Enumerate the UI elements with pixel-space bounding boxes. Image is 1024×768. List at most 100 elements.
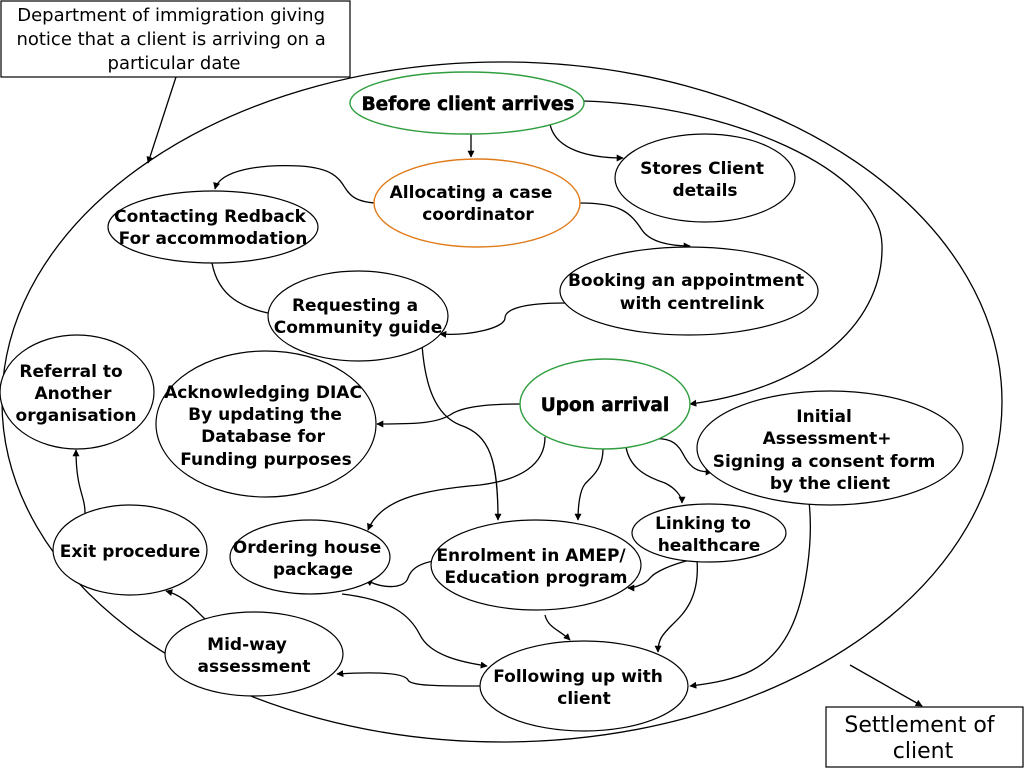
settlement-line-1: Settlement of [844,713,995,738]
following-line-2: client [557,689,611,709]
node-following-up: Following up with client [479,640,689,732]
linking-line-1: Linking to [655,514,751,534]
node-referral-another-org: Referral to Another organisation [0,334,155,450]
edge-notice-to-ellipse [146,76,177,164]
node-exit-procedure: Exit procedure [52,504,208,596]
edge-upon-to-acknowledging [376,403,521,428]
ordering-line-1: Ordering house [233,538,381,558]
edge-initial-to-following [689,493,811,689]
notice-box: Department of immigration giving notice … [0,0,351,78]
edge-ellipse-to-settlement [849,664,923,707]
settlement-box: Settlement of client [825,706,1024,768]
edge-enrolment-to-ordering [365,559,441,588]
acknowledging-line-2: By updating the [188,405,342,425]
acknowledging-line-4: Funding purposes [180,450,351,470]
exit-procedure-label: Exit procedure [60,542,200,562]
linking-line-2: healthcare [658,536,761,556]
svg-text:Following up with client: Following up with client [493,667,669,709]
node-acknowledging-diac: Acknowledging DIAC By updating the Datab… [155,350,377,498]
node-linking-healthcare: Linking to healthcare [631,503,787,563]
notice-line-1: Department of immigration giving [17,5,325,26]
node-initial-assessment: Initial Assessment+ Signing a consent fo… [696,390,964,506]
svg-text:Before client arrives: Before client arrives [362,94,575,115]
referral-line-2: Another [34,384,112,404]
stores-client-details-line-1: Stores Client [640,159,764,179]
midway-line-1: Mid-way [207,635,287,655]
edge-upon-to-initial [649,438,713,476]
edge-upon-to-enrolment [574,448,604,521]
ordering-line-2: package [273,560,353,580]
svg-text:Department of immigration givi: Department of immigration giving notice … [16,5,331,74]
svg-text:Referral to Another: Referral to Another organisation [16,362,137,426]
svg-text:Booking an appointment w: Booking an appointment with centrelink [568,271,810,314]
svg-text:Initial Assessment+: Initial Assessment+ Signing a consent fo… [713,407,942,494]
booking-line-2: with centrelink [620,294,765,314]
upon-arrival-label: Upon arrival [541,395,670,416]
before-client-arrives-label: Before client arrives [362,94,575,115]
svg-text:Upon arrival: Upon arrival [541,395,670,416]
contacting-line-1: Contacting Redback [114,207,307,227]
stores-client-details-line-2: details [672,181,737,201]
edge-exit-to-referral [72,449,86,514]
edge-linking-to-enrolment [627,559,691,592]
svg-text:Settlement of client: Settlement of client [844,713,1001,764]
node-booking-centrelink: Booking an appointment with centrelink [559,246,819,336]
node-before-client-arrives: Before client arrives [349,71,585,135]
node-upon-arrival: Upon arrival [519,358,691,450]
notice-line-2: notice that a client is arriving on a [16,29,325,50]
referral-line-3: organisation [16,406,137,426]
node-enrolment-amep: Enrolment in AMEP/ Education program [430,519,642,611]
notice-box-frame [0,0,351,78]
svg-text:Allocating a case coordi: Allocating a case coordinator [390,183,559,225]
node-contacting-redback: Contacting Redback For accommodation [107,190,319,264]
enrolment-line-2: Education program [444,568,627,588]
booking-line-1: Booking an appointment [568,271,804,291]
svg-text:Acknowledging DIAC By up: Acknowledging DIAC By updating the Datab… [164,383,368,470]
node-requesting-community-guide: Requesting a Community guide [267,270,449,362]
edge-ordering-to-following [341,593,488,669]
contacting-line-2: For accommodation [119,229,308,249]
settlement-box-frame [825,706,1024,768]
requesting-line-1: Requesting a [292,296,418,316]
edge-midway-to-exit [165,589,206,620]
edge-allocating-to-booking [579,202,691,250]
edge-upon-to-linking [625,446,686,504]
notice-line-3: particular date [108,53,241,74]
edge-booking-to-requesting [439,302,566,338]
svg-text:Ordering house package: Ordering house package [233,538,387,580]
referral-line-1: Referral to [19,362,122,382]
edge-linking-to-following [654,559,698,653]
requesting-line-2: Community guide [274,318,443,338]
edges [72,76,923,707]
svg-text:Exit procedure: Exit procedure [60,542,200,562]
initial-line-1: Initial [796,407,852,427]
following-line-1: Following up with [493,667,663,687]
svg-text:Requesting a Community g: Requesting a Community guide [274,296,443,338]
acknowledging-line-3: Database for [201,427,325,447]
edge-before-to-stores [549,123,624,162]
svg-text:Contacting Redback For a: Contacting Redback For accommodation [114,207,312,249]
node-ordering-house-package: Ordering house package [229,519,391,595]
node-midway-assessment: Mid-way assessment [164,611,344,697]
allocating-line-2: coordinator [422,205,534,225]
edge-allocating-to-contacting [213,165,376,204]
edge-upon-to-ordering [367,436,546,531]
edge-before-to-upon-arrival [582,100,883,407]
midway-line-2: assessment [198,657,311,677]
initial-line-4: by the client [770,474,890,494]
svg-text:Enrolment in AMEP/ Educa: Enrolment in AMEP/ Education program [436,546,631,588]
settlement-line-2: client [893,739,954,764]
node-allocating-case-coordinator: Allocating a case coordinator [373,158,581,248]
initial-line-2: Assessment+ [763,429,892,449]
enrolment-line-1: Enrolment in AMEP/ [436,546,626,566]
initial-line-3: Signing a consent form [713,452,936,472]
edge-following-to-midway [336,670,481,687]
edge-enrolment-to-following [544,614,571,641]
svg-text:Mid-way assessment: Mid-way assessment [198,635,311,677]
acknowledging-line-1: Acknowledging DIAC [164,383,362,403]
edge-requesting-to-enrolment [421,344,502,521]
svg-text:Stores Client details: Stores Client details [640,159,770,201]
allocating-line-1: Allocating a case [390,183,553,203]
node-stores-client-details: Stores Client details [614,133,796,223]
